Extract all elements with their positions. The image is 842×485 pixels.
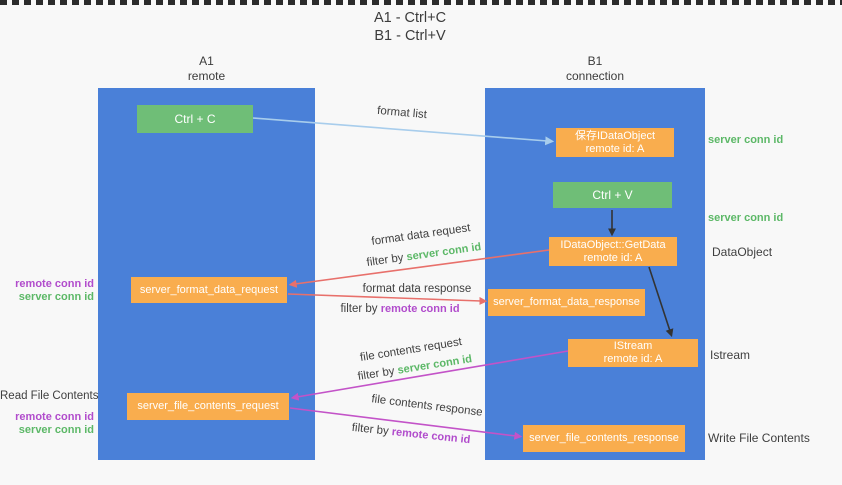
ctrl-c-label: Ctrl + C: [174, 112, 216, 126]
filter-by-text-3: filter by: [356, 364, 399, 383]
file-contents-response-label: file contents response: [370, 393, 484, 419]
left-file-conn-ids: remote conn id server conn id: [0, 411, 94, 437]
filter-by-remote-conn-label-1: filter by remote conn id: [325, 303, 475, 316]
idataobject-getdata-box: IDataObject::GetData remote id: A: [549, 237, 677, 266]
read-file-contents-annotation: Read File Contents: [0, 390, 99, 402]
diagram-title-line1: A1 - Ctrl+C: [373, 10, 447, 26]
server-file-contents-response-label: server_file_contents_response: [529, 432, 679, 444]
istream-box: IStream remote id: A: [568, 339, 698, 367]
lane-a-title: A1: [199, 54, 214, 68]
lane-a-subtitle: remote: [187, 69, 226, 83]
server-format-data-response-box: server_format_data_response: [488, 289, 645, 316]
server-file-contents-request-label: server_file_contents_request: [137, 400, 279, 412]
ctrl-v-box: Ctrl + V: [553, 182, 672, 208]
idataobject-getdata-line2: remote id: A: [583, 251, 643, 264]
server-conn-id-annotation-format: server conn id: [18, 291, 94, 303]
format-data-response-label: format data response: [362, 283, 472, 295]
server-conn-id-annotation-mid: server conn id: [708, 212, 784, 224]
diagram-title-line2: B1 - Ctrl+V: [374, 28, 446, 44]
server-file-contents-request-box: server_file_contents_request: [127, 393, 289, 420]
server-conn-id-text-2: server conn id: [396, 353, 473, 377]
istream-line2: remote id: A: [603, 353, 663, 365]
lane-b-header: B1 connection: [485, 54, 705, 84]
remote-conn-id-text-1: remote conn id: [380, 303, 460, 315]
lane-b-title: B1: [587, 54, 603, 68]
save-idataobject-box: 保存IDataObject remote id: A: [556, 128, 674, 157]
idataobject-getdata-line1: IDataObject::GetData: [560, 238, 666, 251]
ctrl-v-label: Ctrl + V: [592, 188, 633, 202]
save-idataobject-line2: remote id: A: [585, 142, 645, 155]
server-conn-id-annotation-file: server conn id: [18, 424, 94, 436]
lane-b-subtitle: connection: [565, 69, 625, 83]
filter-by-text-1: filter by: [365, 251, 408, 269]
remote-conn-id-text-2: remote conn id: [391, 426, 471, 447]
server-conn-id-annotation-top: server conn id: [708, 134, 784, 146]
left-format-conn-ids: remote conn id server conn id: [0, 278, 94, 304]
arrow-format-data-response: [287, 293, 488, 305]
format-list-label: format list: [376, 104, 428, 122]
session-divider-dotted-line: [0, 0, 842, 5]
lane-a-header: A1 remote: [98, 54, 315, 84]
server-format-data-request-label: server_format_data_request: [139, 283, 279, 296]
save-idataobject-line1: 保存IDataObject: [574, 129, 656, 142]
server-file-contents-response-box: server_file_contents_response: [523, 425, 685, 452]
filter-by-remote-conn-label-2: filter by remote conn id: [336, 420, 487, 449]
remote-conn-id-annotation-format: remote conn id: [15, 278, 94, 290]
write-file-contents-annotation: Write File Contents: [708, 431, 810, 445]
remote-conn-id-annotation-file: remote conn id: [15, 411, 94, 423]
server-format-data-response-label: server_format_data_response: [493, 296, 640, 308]
ctrl-c-box: Ctrl + C: [137, 105, 253, 133]
server-conn-id-text-1: server conn id: [405, 241, 482, 264]
dataobject-annotation: DataObject: [712, 245, 773, 259]
filter-by-text-4: filter by: [351, 421, 393, 438]
istream-line1: IStream: [613, 340, 653, 352]
server-format-data-request-box: server_format_data_request: [131, 277, 287, 303]
filter-by-text-2: filter by: [340, 303, 381, 315]
istream-annotation: Istream: [710, 348, 751, 362]
